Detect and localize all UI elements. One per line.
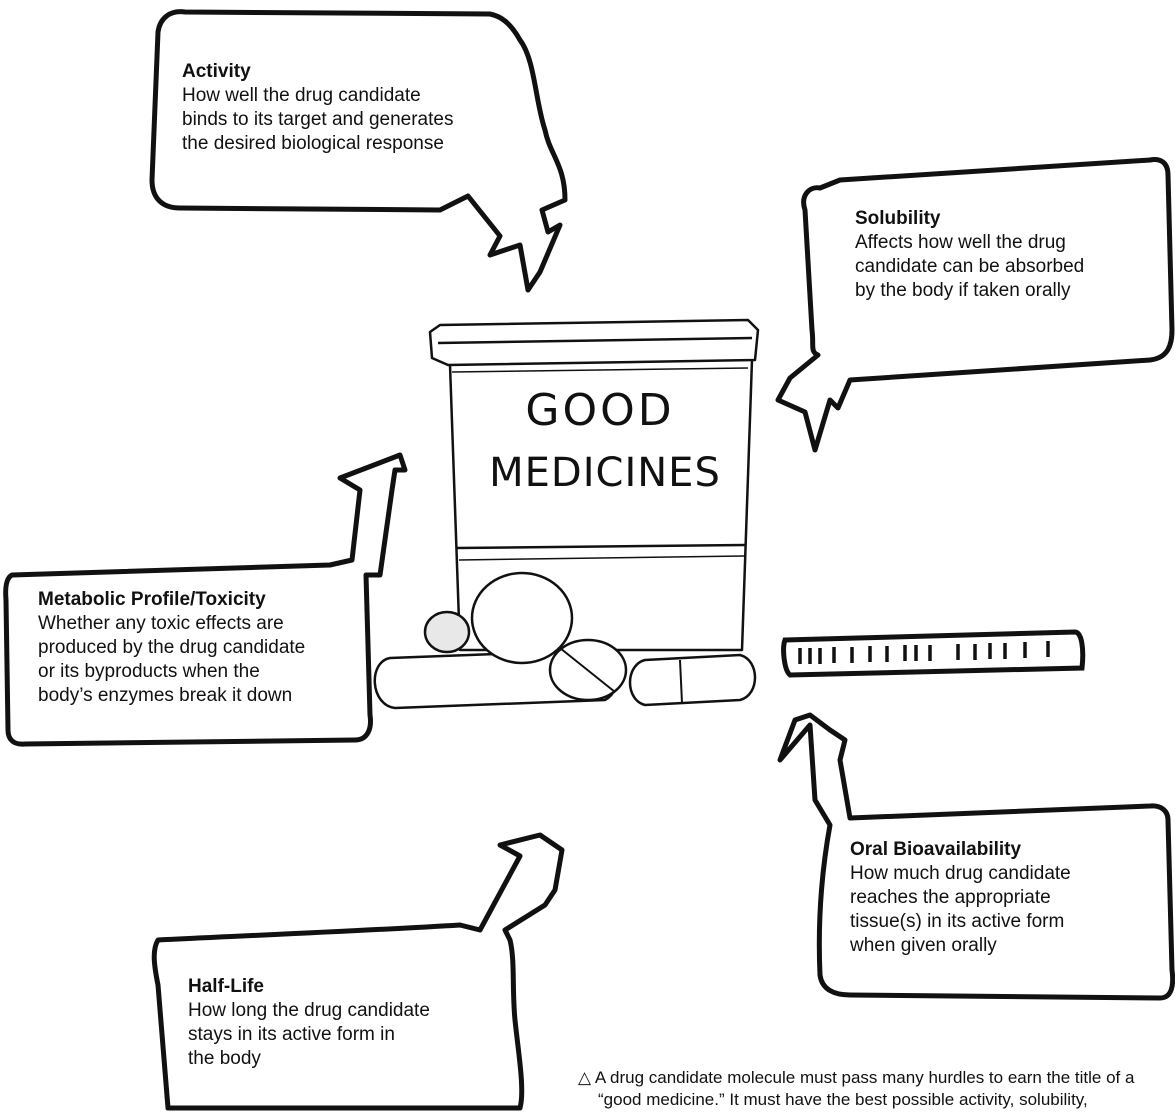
figure-caption: △ A drug candidate molecule must pass ma… <box>578 1067 1175 1111</box>
solubility-callout-bubble <box>775 157 1175 453</box>
half-life-title: Half-Life <box>188 976 264 997</box>
metabolic-description: Whether any toxic effects are produced b… <box>38 613 306 706</box>
activity-title: Activity <box>182 61 251 82</box>
activity-description: How well the drug candidate binds to its… <box>182 85 454 154</box>
oral-bioavailability-callout: Oral Bioavailability How much drug candi… <box>850 838 1071 958</box>
oral-bioavailability-description: How much drug candidate reaches the appr… <box>850 863 1071 956</box>
oral-callout-bubble <box>777 712 1175 1001</box>
pill-small-round <box>423 610 471 654</box>
solubility-title: Solubility <box>855 208 941 229</box>
activity-callout: Activity How well the drug candidate bin… <box>182 60 453 156</box>
oral-bioavailability-title: Oral Bioavailability <box>850 839 1022 860</box>
medicine-jar <box>428 318 760 652</box>
jar-label-line2: MEDICINES <box>489 450 721 496</box>
half-life-callout: Half-Life How long the drug candidate st… <box>188 975 430 1071</box>
pill-large-round <box>470 571 574 665</box>
ruler <box>781 629 1086 678</box>
jar-label-line1: GOOD <box>525 385 675 436</box>
half-life-description: How long the drug candidate stays in its… <box>188 1000 430 1069</box>
solubility-description: Affects how well the drug candidate can … <box>855 232 1085 301</box>
solubility-callout: Solubility Affects how well the drug can… <box>855 207 1084 303</box>
caption-marker-icon: △ <box>578 1068 592 1087</box>
caption-text-line1: A drug candidate molecule must pass many… <box>594 1068 1135 1087</box>
caption-text-line2: “good medicine.” It must have the best p… <box>598 1090 1088 1109</box>
metabolic-callout: Metabolic Profile/Toxicity Whether any t… <box>38 588 305 708</box>
half-life-callout-bubble <box>151 832 565 1111</box>
metabolic-title: Metabolic Profile/Toxicity <box>38 589 266 610</box>
metabolic-callout-bubble <box>3 452 408 747</box>
activity-callout-bubble <box>149 9 568 293</box>
pill-capsule <box>628 653 757 707</box>
